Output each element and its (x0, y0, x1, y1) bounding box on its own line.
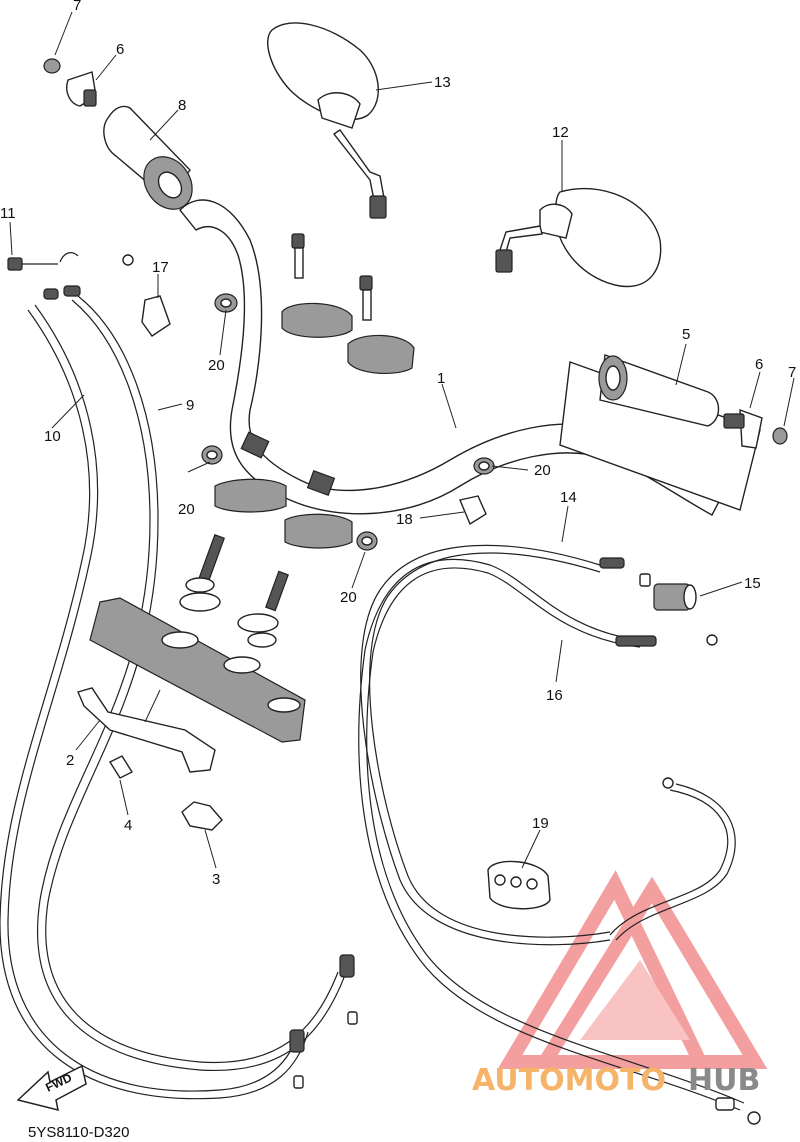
clamp-4 (108, 755, 134, 779)
end-cap-7-right (772, 427, 788, 445)
upper-bracket-plate (89, 597, 306, 743)
callout-8: 8 (178, 97, 186, 114)
handlebar (179, 199, 761, 516)
holder-19 (141, 295, 171, 337)
cable-guide-2 (77, 687, 216, 773)
callout-11: 11 (0, 205, 16, 222)
cable-9 (36, 295, 346, 1072)
callout-20: 20 (208, 357, 225, 374)
grip-8 (103, 105, 193, 210)
watermark-text: AUTOMOTO HUB (472, 1063, 760, 1098)
mirror-15 (267, 22, 387, 219)
clamp-20-b (201, 445, 223, 465)
callout-20-d: 20 (534, 462, 551, 479)
callout-6: 6 (116, 41, 124, 58)
callout-15: 13 (434, 74, 451, 91)
lower-holder-risers (179, 478, 353, 648)
watermark-text-part2: HUB (688, 1063, 760, 1098)
clamp-20-d (473, 457, 495, 475)
callout-labels: 7 6 8 13 12 11 17 20 9 10 5 6 7 1 20 20 … (0, 0, 796, 888)
bar-end-6-left (66, 71, 97, 107)
callout-20-b: 20 (178, 501, 195, 518)
switch-13 (653, 583, 697, 611)
callout-7: 7 (73, 0, 81, 14)
clamp-20-c (356, 531, 378, 551)
clamp-20-a (214, 293, 238, 313)
cable-16 (358, 558, 745, 1111)
watermark-logo (497, 870, 768, 1069)
callout-3: 3 (212, 871, 220, 888)
bar-end-6-right (723, 408, 763, 449)
callout-5: 5 (682, 326, 690, 343)
grip-5 (598, 354, 720, 427)
holder-17 (487, 860, 551, 910)
fwd-arrow: FWD (16, 1064, 87, 1112)
cable-10 (0, 304, 309, 1100)
callout-14: 12 (552, 124, 569, 141)
mirror-14 (495, 187, 662, 288)
callout-10: 10 (44, 428, 61, 445)
bolt-11 (7, 252, 134, 271)
callout-9: 9 (186, 397, 194, 414)
upper-handlebar-holder (281, 233, 415, 374)
watermark-text-part1: AUTOMOTO (472, 1063, 666, 1098)
callout-18: 18 (396, 511, 413, 528)
callout-6-right: 6 (755, 356, 763, 373)
callout-2: 2 (66, 752, 74, 769)
callout-17: 19 (532, 815, 549, 832)
end-cap-7-left (43, 58, 61, 74)
callout-13: 15 (744, 575, 761, 592)
callout-1: 1 (437, 370, 445, 387)
callout-12: 14 (560, 489, 577, 506)
clamp-3 (181, 801, 223, 831)
clamp-18 (459, 495, 487, 526)
callout-19: 17 (152, 259, 169, 276)
cable-end-fittings (43, 285, 761, 1125)
callout-20-c: 20 (340, 589, 357, 606)
callout-4: 4 (124, 817, 132, 834)
callout-7-right: 7 (788, 364, 796, 381)
part-code: 5YS8110-D320 (28, 1124, 130, 1141)
leader-lines (9, 11, 795, 869)
cable-12 (360, 544, 611, 946)
callout-16: 16 (546, 687, 563, 704)
